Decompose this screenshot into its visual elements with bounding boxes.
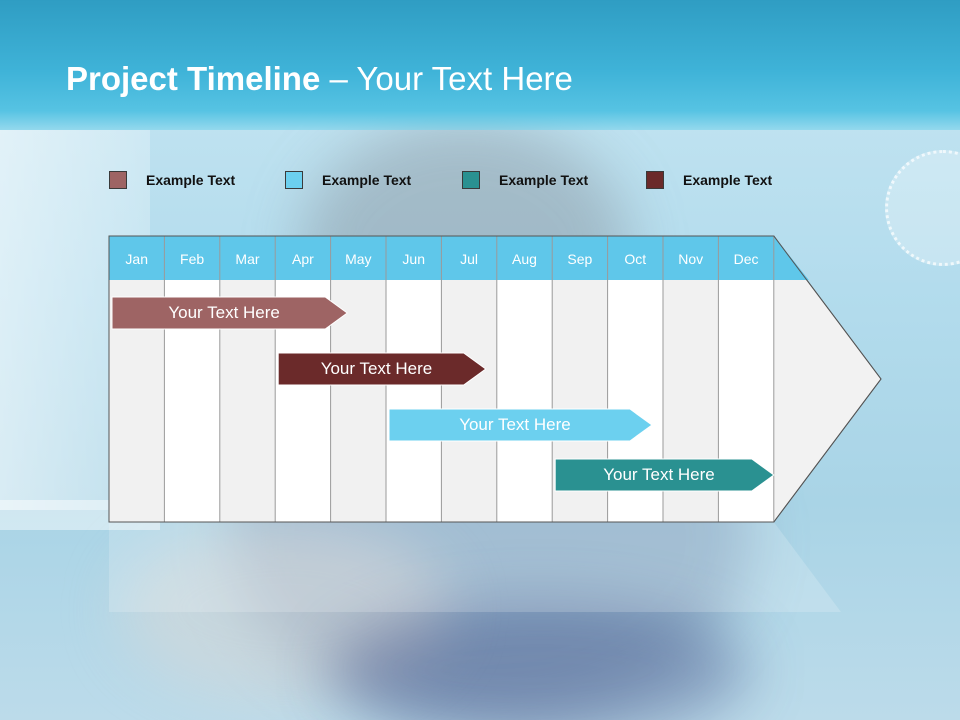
month-column [330,280,386,522]
month-label-apr: Apr [291,251,314,267]
task-bar-2 [277,352,487,386]
legend-swatch [109,171,127,189]
month-label-oct: Oct [624,251,647,267]
month-header-strip [109,236,809,280]
month-label-jun: Jun [402,251,425,267]
task-bar-1 [111,296,349,330]
baby-figure [120,520,450,700]
slide-title: Project Timeline – Your Text Here [66,60,573,98]
legend-swatch [462,171,480,189]
month-label-feb: Feb [180,251,205,267]
task-bar-3 [388,408,653,442]
month-label-sep: Sep [567,251,593,267]
title-bar: Project Timeline – Your Text Here [0,0,960,130]
month-label-nov: Nov [678,251,704,267]
task-label-2: Your Text Here [320,359,433,378]
task-bar-4 [554,458,775,492]
month-label-mar: Mar [235,251,260,267]
task-label-4: Your Text Here [603,465,715,484]
month-column [441,280,497,522]
dark-cloth [330,600,750,720]
legend-item-2: Example Text [285,170,411,190]
month-column [496,280,553,522]
month-column [386,280,442,522]
task-label-1: Your Text Here [168,303,280,322]
legend-item-4: Example Text [646,170,772,190]
title-bold: Project Timeline [66,60,321,97]
month-label-jul: Jul [460,251,479,267]
legend-label: Example Text [146,172,236,188]
title-rest: – Your Text Here [320,60,573,97]
month-label-jan: Jan [125,251,148,267]
timeline-reflection [109,522,841,612]
legend-swatch [646,171,664,189]
month-label-dec: Dec [733,251,759,267]
legend-label: Example Text [683,172,773,188]
legend-swatch [285,171,303,189]
month-label-may: May [345,251,372,267]
task-label-3: Your Text Here [459,415,571,434]
timeline-arrow-outline [108,235,882,523]
month-label-aug: Aug [512,251,537,267]
legend-item-3: Example Text [462,170,588,190]
legend-item-1: Example Text [109,170,235,190]
legend-label: Example Text [499,172,589,188]
legend-label: Example Text [322,172,412,188]
